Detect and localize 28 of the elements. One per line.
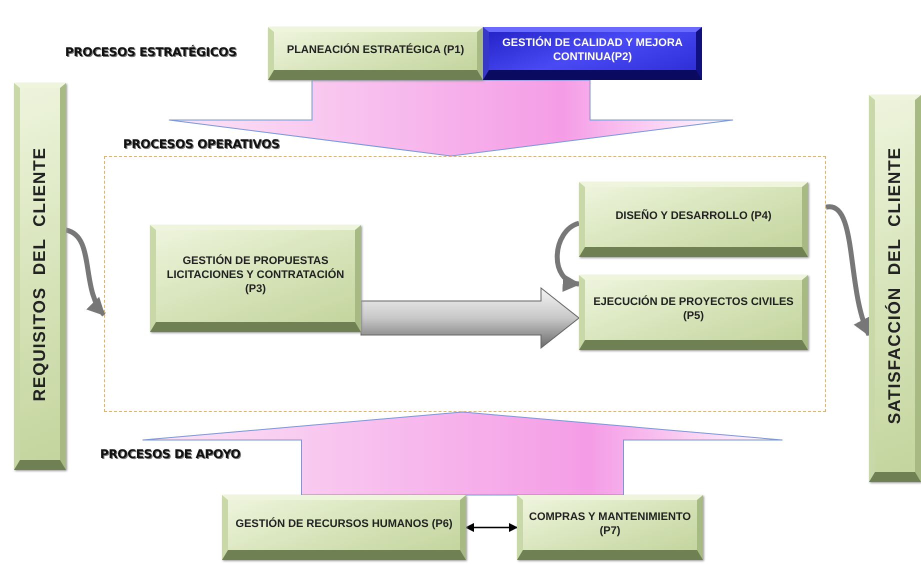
arrow xyxy=(826,204,872,337)
process-label: REQUISITOS DEL CLIENTE xyxy=(29,146,50,402)
process-label: GESTIÓN DE PROPUESTAS LICITACIONES Y CONTRATACIÓN (P3) xyxy=(166,255,346,297)
process-box xyxy=(483,27,702,80)
process-label: DISEÑO Y DESARROLLO (P4) xyxy=(614,210,773,224)
process-label: PLANEACIÓN ESTRATÉGICA (P1) xyxy=(286,44,466,58)
arrow xyxy=(142,412,783,496)
process-box xyxy=(268,27,483,80)
process-label: GESTIÓN DE CALIDAD Y MEJORA CONTINUA(P2) xyxy=(501,37,684,65)
process-label: COMPRAS Y MANTENIMIENTO (P7) xyxy=(528,511,692,539)
process-label: SATISFACCIÓN DEL CLIENTE xyxy=(884,147,906,425)
arrow xyxy=(554,220,581,290)
section-heading: PROCESOS DE APOYO xyxy=(100,447,240,461)
process-label: EJECUCIÓN DE PROYECTOS CIVILES (P5) xyxy=(592,296,795,324)
process-box xyxy=(517,495,703,560)
client-bar xyxy=(14,83,66,470)
process-box xyxy=(579,275,808,350)
arrow xyxy=(465,523,518,532)
process-box xyxy=(579,182,808,257)
client-bar xyxy=(869,95,921,482)
arrow xyxy=(65,228,106,316)
section-heading: PROCESOS OPERATIVOS xyxy=(123,137,280,151)
arrow xyxy=(168,80,734,156)
process-label: GESTIÓN DE RECURSOS HUMANOS (P6) xyxy=(234,518,454,532)
process-box xyxy=(222,495,466,560)
process-box xyxy=(150,225,361,332)
arrow xyxy=(360,286,580,350)
section-heading: PROCESOS ESTRATÉGICOS xyxy=(65,45,237,59)
